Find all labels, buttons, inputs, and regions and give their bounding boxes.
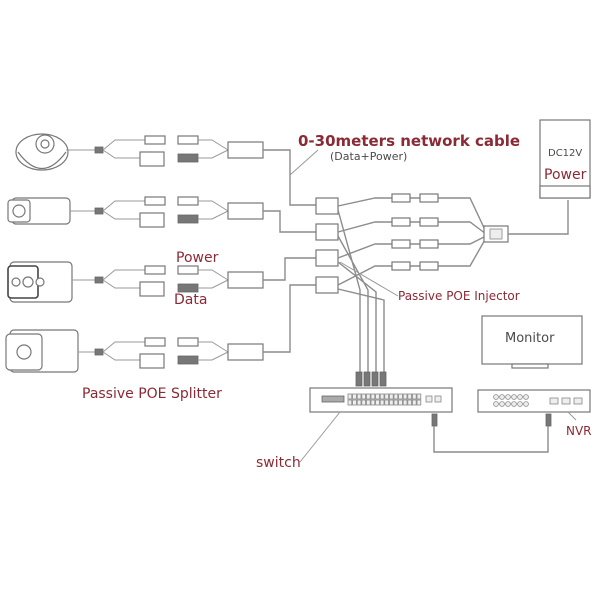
switch-port	[370, 399, 376, 406]
splitter-label: Passive POE Splitter	[82, 386, 222, 402]
rj45-plug	[355, 371, 363, 387]
power-label: Power	[176, 250, 219, 266]
poe-splitter	[94, 265, 264, 297]
dc-plug-pair	[391, 193, 439, 203]
switch-port	[379, 393, 385, 400]
poe-splitter	[94, 337, 264, 369]
dc-y-connector	[483, 200, 569, 243]
switch-port	[416, 399, 422, 406]
monitor-label: Monitor	[505, 331, 555, 346]
bullet-camera-icon	[7, 197, 95, 225]
switch-port	[402, 399, 408, 406]
ir-bullet-camera-icon	[7, 261, 95, 303]
nvr-device	[477, 389, 591, 427]
switch-port	[416, 393, 422, 400]
switch-port	[375, 393, 380, 400]
psu-power-label: Power	[544, 167, 587, 183]
data-label: Data	[174, 292, 208, 308]
rj45-plug	[379, 371, 387, 387]
psu-voltage-label: DC12V	[548, 148, 583, 159]
switch-port	[388, 393, 394, 400]
switch-port	[384, 399, 389, 406]
cable-sub-label: (Data+Power)	[330, 150, 408, 163]
switch-port	[356, 399, 362, 406]
nvr-port	[505, 394, 511, 400]
switch-port	[370, 393, 376, 400]
switch-port	[411, 399, 417, 406]
switch-port	[361, 393, 366, 400]
switch-port	[365, 399, 371, 406]
dc12v-power-supply	[539, 119, 591, 199]
switch-port	[402, 393, 408, 400]
switch-port	[398, 393, 403, 400]
switch-port	[375, 399, 380, 406]
poe-splitter	[94, 135, 264, 167]
switch-port	[411, 393, 417, 400]
switch-port	[407, 399, 412, 406]
monitor-device	[481, 315, 583, 369]
switch-port	[352, 399, 357, 406]
switch-port	[384, 393, 389, 400]
nvr-port	[523, 401, 529, 407]
dc-plug-pair	[391, 261, 439, 271]
switch-label: switch	[256, 455, 301, 471]
nvr-port	[505, 401, 511, 407]
nvr-port	[517, 394, 523, 400]
switch-port	[393, 393, 399, 400]
rj45-plug	[363, 371, 371, 387]
nvr-port	[517, 401, 523, 407]
box-camera-icon	[5, 329, 95, 373]
switch-port	[361, 399, 366, 406]
nvr-port	[493, 401, 499, 407]
nvr-label: NVR	[566, 424, 592, 438]
dome-camera-icon	[15, 133, 95, 171]
switch-port	[393, 399, 399, 406]
switch-port	[407, 393, 412, 400]
nvr-port	[511, 394, 517, 400]
injector-label: Passive POE Injector	[398, 289, 520, 303]
network-switch	[299, 371, 453, 463]
dc-plug-pair	[391, 239, 439, 249]
switch-port	[347, 399, 353, 406]
switch-nvr-cable	[433, 426, 549, 453]
switch-port	[388, 399, 394, 406]
network-cables	[263, 149, 319, 353]
switch-port	[398, 399, 403, 406]
switch-port	[356, 393, 362, 400]
switch-port	[379, 399, 385, 406]
nvr-port	[499, 401, 505, 407]
switch-port	[365, 393, 371, 400]
nvr-port	[523, 394, 529, 400]
switch-port	[347, 393, 353, 400]
nvr-port	[499, 394, 505, 400]
cable-label: 0-30meters network cable	[298, 132, 521, 150]
poe-splitter	[94, 196, 264, 228]
dc-plug-pair	[391, 217, 439, 227]
switch-port	[352, 393, 357, 400]
rj45-plug	[371, 371, 379, 387]
nvr-port	[511, 401, 517, 407]
nvr-port	[493, 394, 499, 400]
